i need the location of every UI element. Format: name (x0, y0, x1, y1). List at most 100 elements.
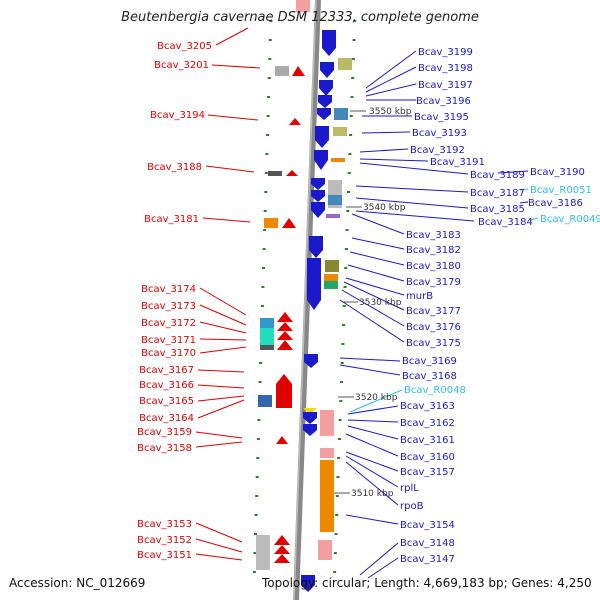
leader-line (347, 264, 405, 282)
gene-label-right[interactable]: Bcav_3198 (418, 63, 473, 74)
gene-label-left[interactable]: Bcav_3173 (141, 301, 196, 312)
track-tick (333, 552, 337, 554)
gene-label-right[interactable]: Bcav_3187 (470, 188, 525, 199)
gene-label-right[interactable]: Bcav_3169 (402, 356, 457, 367)
gene-label-right[interactable]: Bcav_3160 (400, 452, 455, 463)
gene-label-left[interactable]: Bcav_3159 (137, 427, 192, 438)
gene-label-right[interactable]: Bcav_3154 (400, 520, 455, 531)
track-tick (268, 39, 272, 41)
gene-label-right[interactable]: Bcav_3180 (406, 261, 461, 272)
track-tick (335, 514, 339, 516)
gene-arrow (311, 178, 325, 190)
leader-line (345, 277, 405, 296)
gene-label-right[interactable]: Bcav_3197 (418, 80, 473, 91)
gene-label-left[interactable]: Bcav_3153 (137, 519, 192, 530)
gene-label-right[interactable]: Bcav_3190 (530, 167, 585, 178)
gene-label-left[interactable]: Bcav_3205 (157, 41, 212, 52)
kbp-label: 3520 kbp (355, 393, 398, 403)
gene-arrow (277, 331, 293, 340)
gene-label-right[interactable]: Bcav_3147 (400, 554, 455, 565)
leader-line (199, 287, 247, 316)
gene-label-left[interactable]: Bcav_3166 (139, 380, 194, 391)
gene-label-left[interactable]: Bcav_3151 (137, 550, 192, 561)
gene-label-left[interactable]: Bcav_3181 (144, 214, 199, 225)
gene-label-right[interactable]: Bcav_3186 (528, 198, 583, 209)
gene-arrow (315, 126, 329, 148)
gene-label-left[interactable]: Bcav_3152 (137, 535, 192, 546)
gene-arrow (292, 66, 305, 76)
gene-arrow (282, 218, 296, 228)
gene-label-left[interactable]: Bcav_3158 (137, 443, 192, 454)
gene-label-right[interactable]: Bcav_3162 (400, 418, 455, 429)
gene-label-right[interactable]: Bcav_3176 (406, 322, 461, 333)
kbp-label: 3540 kbp (363, 203, 406, 213)
leader-line (519, 188, 529, 191)
gene-label-right[interactable]: Bcav_3184 (478, 217, 533, 228)
gene-label-left[interactable]: Bcav_3170 (141, 348, 196, 359)
gene-label-right[interactable]: murB (406, 291, 433, 302)
gene-label-right[interactable]: Bcav_3191 (430, 157, 485, 168)
gene-features (256, 0, 352, 592)
gene-label-right[interactable]: rpoB (400, 501, 424, 512)
gene-label-right[interactable]: Bcav_3185 (470, 204, 525, 215)
track-tick (335, 495, 339, 497)
gene-block (275, 66, 289, 76)
track-tick (265, 153, 269, 155)
leader-line (199, 346, 247, 354)
gene-label-right[interactable]: Bcav_3177 (406, 306, 461, 317)
gene-label-right[interactable]: Bcav_3199 (418, 47, 473, 58)
gene-label-right-rna[interactable]: Bcav_R0049 (540, 214, 600, 225)
gene-label-left[interactable]: Bcav_3171 (141, 335, 196, 346)
track-tick (344, 248, 348, 250)
gene-label-left[interactable]: Bcav_3201 (154, 60, 209, 71)
gene-label-right[interactable]: Bcav_3182 (406, 245, 461, 256)
gene-label-left[interactable]: Bcav_3165 (139, 396, 194, 407)
gene-arrow (276, 436, 288, 444)
leader-line (361, 131, 411, 134)
track-tick (341, 343, 345, 345)
track-tick (351, 58, 355, 60)
gene-label-right[interactable]: Bcav_3189 (470, 170, 525, 181)
gene-label-right[interactable]: Bcav_3157 (400, 467, 455, 478)
leader-line (341, 289, 405, 327)
gene-label-left[interactable]: Bcav_3174 (141, 284, 196, 295)
gene-label-right[interactable]: Bcav_3179 (406, 277, 461, 288)
gene-label-right-rna[interactable]: Bcav_R0048 (404, 385, 466, 396)
gene-label-left[interactable]: Bcav_3172 (141, 318, 196, 329)
gene-block (328, 195, 342, 205)
track-tick (259, 362, 263, 364)
leader-line (345, 433, 399, 457)
gene-arrow (303, 412, 317, 424)
gene-label-right[interactable]: Bcav_3148 (400, 538, 455, 549)
track-tick (336, 476, 340, 478)
leader-lines (195, 27, 539, 579)
gene-label-left[interactable]: Bcav_3167 (139, 365, 194, 376)
gene-label-left[interactable]: Bcav_3164 (139, 413, 194, 424)
leader-line (351, 237, 405, 250)
gene-label-right[interactable]: Bcav_3192 (410, 145, 465, 156)
kbp-label: 3510 kbp (351, 489, 394, 499)
gene-label-right[interactable]: Bcav_3161 (400, 435, 455, 446)
leader-line (347, 405, 399, 415)
leader-line (195, 522, 243, 543)
track-tick (334, 533, 338, 535)
gene-label-right[interactable]: Bcav_3163 (400, 401, 455, 412)
gene-arrow (277, 322, 293, 331)
gene-label-right[interactable]: Bcav_3175 (406, 338, 461, 349)
gene-label-right[interactable]: Bcav_3168 (402, 371, 457, 382)
gene-arrow (322, 30, 336, 56)
track-tick (343, 286, 347, 288)
track-tick (338, 419, 342, 421)
gene-label-right[interactable]: Bcav_3196 (416, 96, 471, 107)
track-tick (266, 134, 269, 136)
gene-label-right[interactable]: Bcav_3183 (406, 230, 461, 241)
gene-label-left[interactable]: Bcav_3188 (147, 162, 202, 173)
gene-label-right[interactable]: rplL (400, 483, 419, 494)
gene-label-right[interactable]: Bcav_3193 (412, 128, 467, 139)
gene-label-left[interactable]: Bcav_3194 (150, 110, 205, 121)
gene-arrow (318, 95, 332, 108)
track-tick (256, 457, 260, 459)
gene-label-right[interactable]: Bcav_3195 (414, 112, 469, 123)
leader-line (205, 165, 255, 173)
gene-label-right-rna[interactable]: Bcav_R0051 (530, 185, 592, 196)
